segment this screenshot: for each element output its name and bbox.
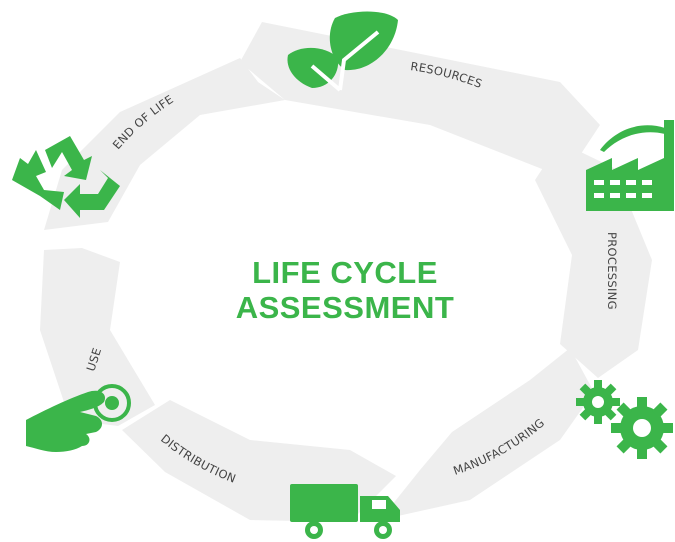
truck-icon (290, 484, 400, 539)
stage-label-processing: PROCESSING (605, 232, 619, 310)
segment-manufacturing (380, 348, 594, 520)
gears-icon (576, 380, 673, 459)
center-title-line2: ASSESSMENT (236, 290, 455, 325)
leaf-icon (287, 11, 398, 92)
segment-use (40, 248, 155, 426)
center-title-line1: LIFE CYCLE (252, 255, 438, 290)
recycle-icon (12, 136, 120, 218)
factory-icon (586, 120, 674, 211)
hand-pointer-icon (26, 384, 131, 452)
segment-resources (240, 22, 600, 178)
